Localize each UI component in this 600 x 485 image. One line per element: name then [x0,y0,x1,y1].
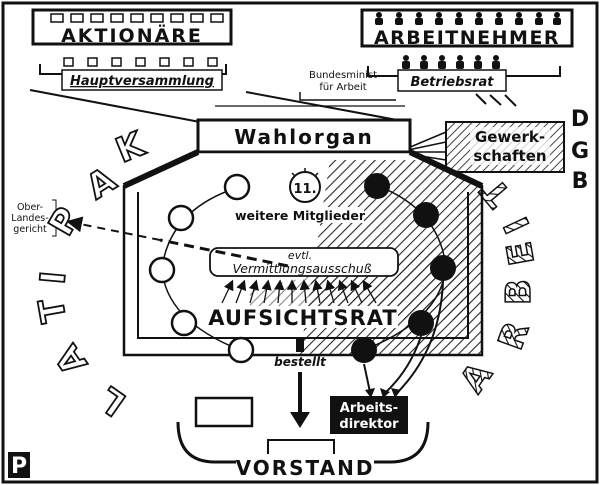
capital-letter: I [33,270,74,286]
board-right-bar [408,149,484,189]
capital-letter: L [92,378,133,423]
court-label: Ober- Landes- gericht [11,199,57,237]
minister-line1: Bundesminist [309,70,377,81]
court-line3: gericht [13,224,47,235]
mediation-committee-box [209,247,399,277]
minister-line2: für Arbeit [319,82,366,93]
publisher-logo-letter: P [11,454,27,479]
employees-title: ARBEITNEHMER [374,27,560,49]
labor-letter: B [499,279,539,305]
funnel-line-left [29,89,201,123]
labor-letter: R [491,317,538,355]
union-letter-g: G [571,139,589,164]
employee-figures [375,12,561,25]
capital-member [167,204,195,232]
mediation-line1: evtl. [288,249,312,262]
council-members [402,55,500,69]
funnel-line-right [245,91,409,123]
eleventh-member-label: 11. [293,182,316,197]
capital-director-box [194,396,254,428]
capital-member [170,309,198,337]
appoints-mark [296,338,304,352]
capital-letter: T [31,295,75,326]
labor-member [351,337,377,363]
labor-member [413,202,439,228]
labor-members [351,173,456,363]
council-box [397,69,507,92]
electoral-body-label: Wahlorgan [234,125,374,149]
shareholders-group: AKTIONÄRE Hauptversammlung [31,8,233,91]
labor-letter: E [499,239,542,269]
capital-letter: A [80,159,124,207]
capital-member [223,173,251,201]
employees-group: ARBEITNEHMER Betriebsrat Bundesminist fü… [299,8,574,101]
supervisory-board-label: AUFSICHTSRAT [208,306,398,330]
mediation-arrows [221,279,377,304]
union-letter-b: B [572,169,589,194]
capital-member [227,336,255,364]
union-group: Gewerk- schaften D G B [445,107,589,194]
labor-member [408,310,434,336]
labor-member [364,173,390,199]
labor-director-arrows [363,281,444,395]
court-dashed-link [159,238,289,268]
union-line1: Gewerk- [475,128,545,146]
court-line1: Ober- [17,202,43,213]
capital-letter: P [41,201,88,243]
share-certificates [50,13,224,23]
executive-board-label: VORSTAND [236,456,375,480]
eleventh-member: 11. [289,168,321,203]
minister-connector [299,92,396,101]
labor-director-box [330,396,408,434]
assembly-box [61,69,223,91]
labor-member [430,255,456,281]
further-members-label: weitere Mitglieder [235,208,366,223]
union-line2: schaften [473,147,546,165]
labor-director-line1: Arbeits- [340,401,398,416]
assembly-label: Hauptversammlung [70,74,214,89]
board-left-bar [122,149,200,189]
court-line2: Landes- [11,213,48,224]
capital-members [148,173,255,364]
executive-board: Arbeits- direktor VORSTAND [176,396,430,480]
appoints-label: bestellt [274,355,327,369]
labor-director-line2: direktor [339,417,399,432]
assembly-members [63,57,218,67]
publisher-logo [8,452,30,478]
mediation-line2: Vermittlungsausschuß [232,261,371,276]
council-label: Betriebsrat [410,75,494,90]
labor-letter: A [453,355,501,400]
shareholders-title: AKTIONÄRE [61,23,203,47]
union-letter-d: D [571,107,589,132]
capital-letter: A [47,337,95,382]
capital-letter: K [110,124,151,172]
labor-letter: I [497,211,539,239]
council-dashes [475,93,517,107]
capital-member [148,256,176,284]
